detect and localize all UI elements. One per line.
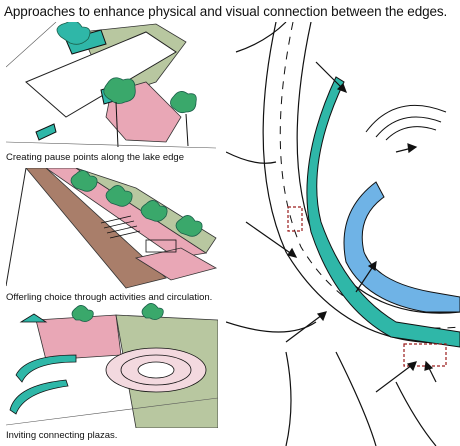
sketch-activities: [6, 168, 218, 289]
teal-promenade: [306, 76, 460, 348]
site-plan: [226, 22, 460, 446]
sketch2-pavilion: [145, 239, 177, 253]
sketch3-teal-edge: [9, 379, 69, 415]
caption-pause-points: Creating pause points along the lake edg…: [6, 152, 184, 163]
red-dashed-box-1: [287, 206, 303, 232]
sketch2-left-edge: [6, 168, 27, 287]
caption-plazas: Inviting connecting plazas.: [6, 430, 118, 441]
sketch1-teal-bench-left: [35, 123, 57, 141]
sketch1-path: [25, 31, 177, 118]
sketch1-green-tree-2: [103, 77, 136, 104]
connection-arrows: [245, 61, 437, 393]
sketch2-brown-path: [25, 168, 167, 289]
sketch3-teal-arc: [15, 354, 77, 383]
sketch1-green-tree-1: [56, 22, 91, 45]
road-centerline: [279, 22, 460, 329]
sketch-plazas: [6, 303, 218, 428]
sketch1-green-tree-3: [170, 91, 197, 114]
sketch2-steps: [100, 215, 141, 239]
sketch-pause-points: [6, 22, 217, 149]
sketch2-pink-plaza: [134, 247, 218, 281]
lake-water: [343, 181, 460, 313]
sketch3-teal-pavilion: [19, 313, 48, 323]
caption-choice: Offerling choice through activities and …: [6, 292, 213, 303]
sketch2-trees: [70, 170, 203, 237]
sketch3-trees: [71, 303, 164, 322]
amphitheatre: [365, 104, 447, 141]
red-dashed-box-2: [403, 343, 447, 367]
sketch3-pink-plaza-left: [35, 314, 122, 361]
diagram-title: Approaches to enhance physical and visua…: [4, 4, 448, 19]
